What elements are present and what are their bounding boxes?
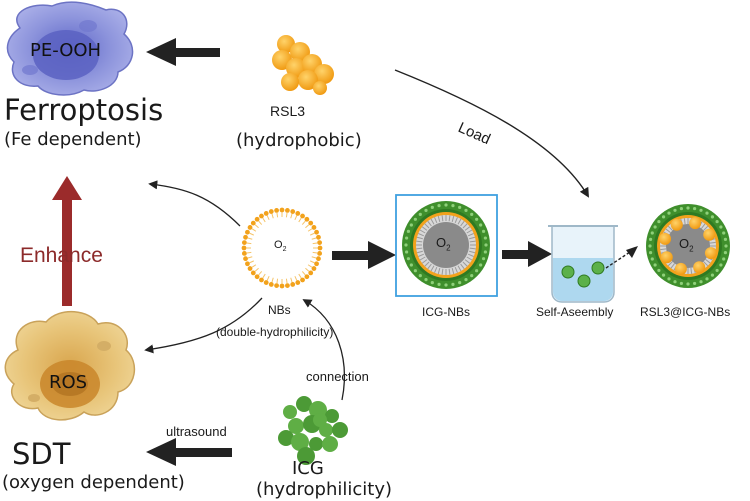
nbs-core-label: O2 — [274, 239, 287, 254]
beaker-icon — [548, 225, 618, 303]
ferroptosis-cell-icon — [6, 1, 134, 96]
ultrasound-label: ultrasound — [166, 424, 227, 439]
icg-molecule-icon — [278, 396, 348, 465]
sdt-title: SDT — [12, 437, 71, 471]
rsl3-to-ferroptosis-arrow — [146, 38, 220, 66]
self-assembly-label: Self-Aseembly — [536, 305, 614, 319]
connection-arrow — [302, 299, 345, 401]
icg-nbs-particle-icon — [402, 201, 490, 289]
nbs-name: NBs — [268, 303, 291, 317]
rsl3-property: (hydrophobic) — [236, 130, 362, 151]
rsl3-molecule-icon — [272, 35, 334, 95]
ferroptosis-title: Ferroptosis — [4, 93, 164, 127]
icg-name: ICG — [292, 458, 324, 479]
assembly-to-product-arrow — [605, 246, 638, 269]
nbs-to-icg-nbs-arrow — [332, 241, 396, 269]
rsl3-icg-nbs-name: RSL3@ICG-NBs — [640, 305, 731, 319]
ultrasound-arrow — [146, 438, 232, 466]
icg-nbs-name: ICG-NBs — [422, 305, 470, 319]
sdt-cell-label: ROS — [49, 372, 88, 393]
load-arrow — [394, 69, 589, 198]
nbs-to-sdt-arrow — [144, 297, 263, 354]
icg-nbs-core-label: O2 — [436, 235, 451, 253]
sdt-subtitle: (oxygen dependent) — [2, 472, 185, 493]
rsl3-icg-nbs-particle-icon — [646, 204, 730, 288]
icg-property: (hydrophilicity) — [256, 479, 392, 500]
connection-label: connection — [306, 369, 369, 384]
sdt-cell-icon — [4, 310, 136, 421]
ferroptosis-cell-label: PE-OOH — [30, 40, 102, 61]
icg-nbs-to-assembly-arrow — [502, 241, 552, 267]
enhance-label: Enhance — [20, 244, 103, 267]
rsl3-icg-nbs-core-label: O2 — [679, 236, 694, 254]
ferroptosis-subtitle: (Fe dependent) — [4, 129, 142, 150]
nbs-to-ferroptosis-arrow — [148, 180, 241, 227]
nbs-bubble-icon — [241, 207, 323, 289]
rsl3-name: RSL3 — [270, 103, 306, 119]
enhance-arrow — [52, 176, 82, 306]
icg-nbs-highlight-box — [395, 194, 498, 297]
nbs-property: (double-hydrophilicity) — [216, 325, 334, 339]
